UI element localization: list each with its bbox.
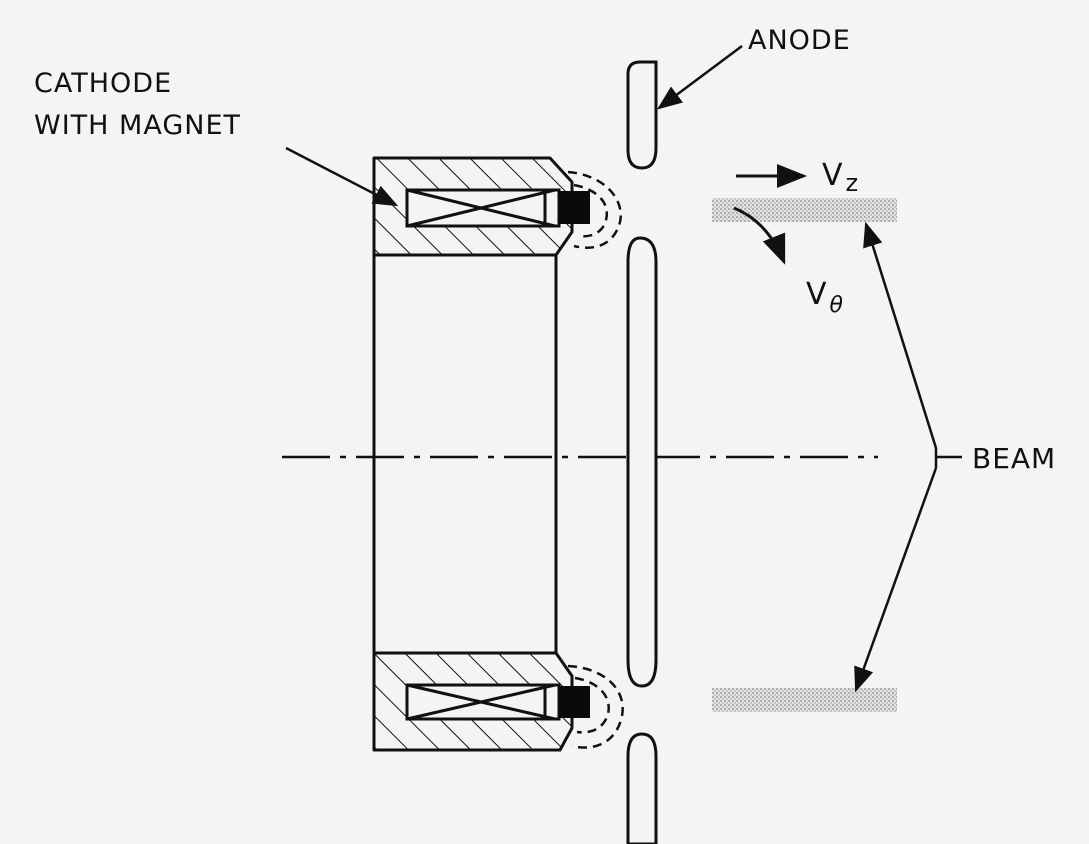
cathode-body [372, 156, 590, 752]
pole-piece-lower [559, 686, 590, 718]
beam-upper [712, 198, 897, 222]
cathode-label-line2: WITH MAGNET [34, 110, 241, 141]
vtheta-label: Vθ [806, 277, 844, 318]
vz-label: Vz [822, 158, 859, 197]
vtheta-label-sub: θ [830, 293, 844, 318]
anode [626, 60, 658, 844]
anode-middle [626, 236, 658, 688]
pole-piece-upper [559, 191, 590, 224]
anode-label: ANODE [748, 25, 851, 56]
vtheta-label-main: V [806, 277, 828, 312]
cathode-leader-arrow [285, 146, 399, 207]
beam-lower [712, 688, 897, 712]
magnet-lower [405, 683, 590, 721]
vz-label-main: V [822, 158, 844, 193]
vtheta-arrow [733, 206, 786, 265]
field-lines-upper [567, 170, 623, 249]
vz-label-sub: z [846, 169, 860, 197]
magnet-upper [405, 188, 590, 228]
anode-lower [626, 732, 658, 844]
beam-bracket [854, 221, 962, 693]
anode-upper [626, 60, 658, 170]
beam-label: BEAM [972, 442, 1056, 475]
field-lines-lower [567, 664, 624, 749]
anode-leader-arrow [656, 44, 743, 110]
cathode-label-line1: CATHODE [34, 68, 172, 99]
